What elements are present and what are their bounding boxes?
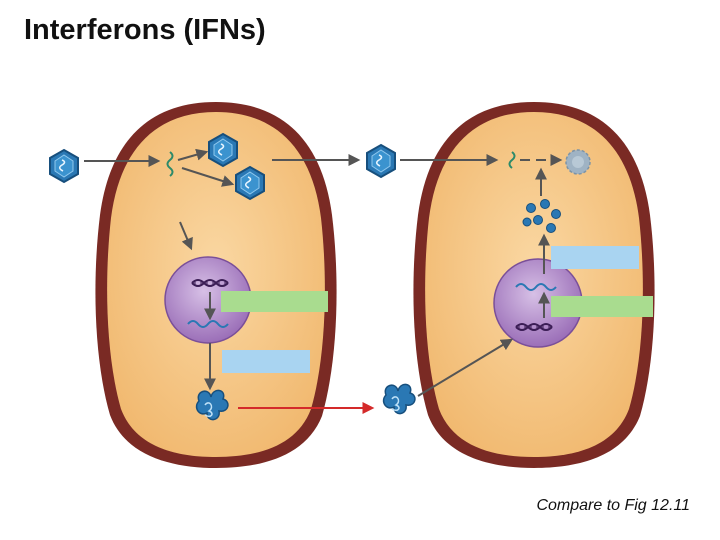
avp-protein-icon xyxy=(522,199,561,233)
mrna-icon xyxy=(187,320,229,328)
signal-arrow-to-nucleus xyxy=(179,221,193,251)
virus-icon xyxy=(49,149,79,183)
viral-rna-icon xyxy=(166,151,174,177)
virus-icon xyxy=(235,166,265,200)
virus-icon xyxy=(366,144,396,178)
replication-arrow-1 xyxy=(177,148,209,161)
mrna-icon xyxy=(515,283,557,291)
interferon-protein-icon xyxy=(382,383,416,415)
lysed-virus-icon xyxy=(565,149,591,175)
slide-title: Interferons (IFNs) xyxy=(24,14,266,46)
ifn-receptor-arrow xyxy=(417,338,514,397)
neighboring-cell xyxy=(382,102,655,468)
infected-cell xyxy=(95,102,337,468)
dna-helix-icon xyxy=(515,323,553,331)
label-box-green-left xyxy=(221,291,328,312)
dna-helix-icon xyxy=(191,279,229,287)
replication-arrow-2 xyxy=(181,167,235,187)
label-box-blue-left xyxy=(222,350,310,373)
label-box-blue-right xyxy=(551,246,639,269)
figure-reference: Compare to Fig 12.11 xyxy=(536,497,690,514)
label-box-green-right xyxy=(551,296,653,317)
virus-icon xyxy=(208,133,238,167)
interferon-protein-icon xyxy=(195,389,229,421)
viral-rna-icon xyxy=(508,151,516,169)
